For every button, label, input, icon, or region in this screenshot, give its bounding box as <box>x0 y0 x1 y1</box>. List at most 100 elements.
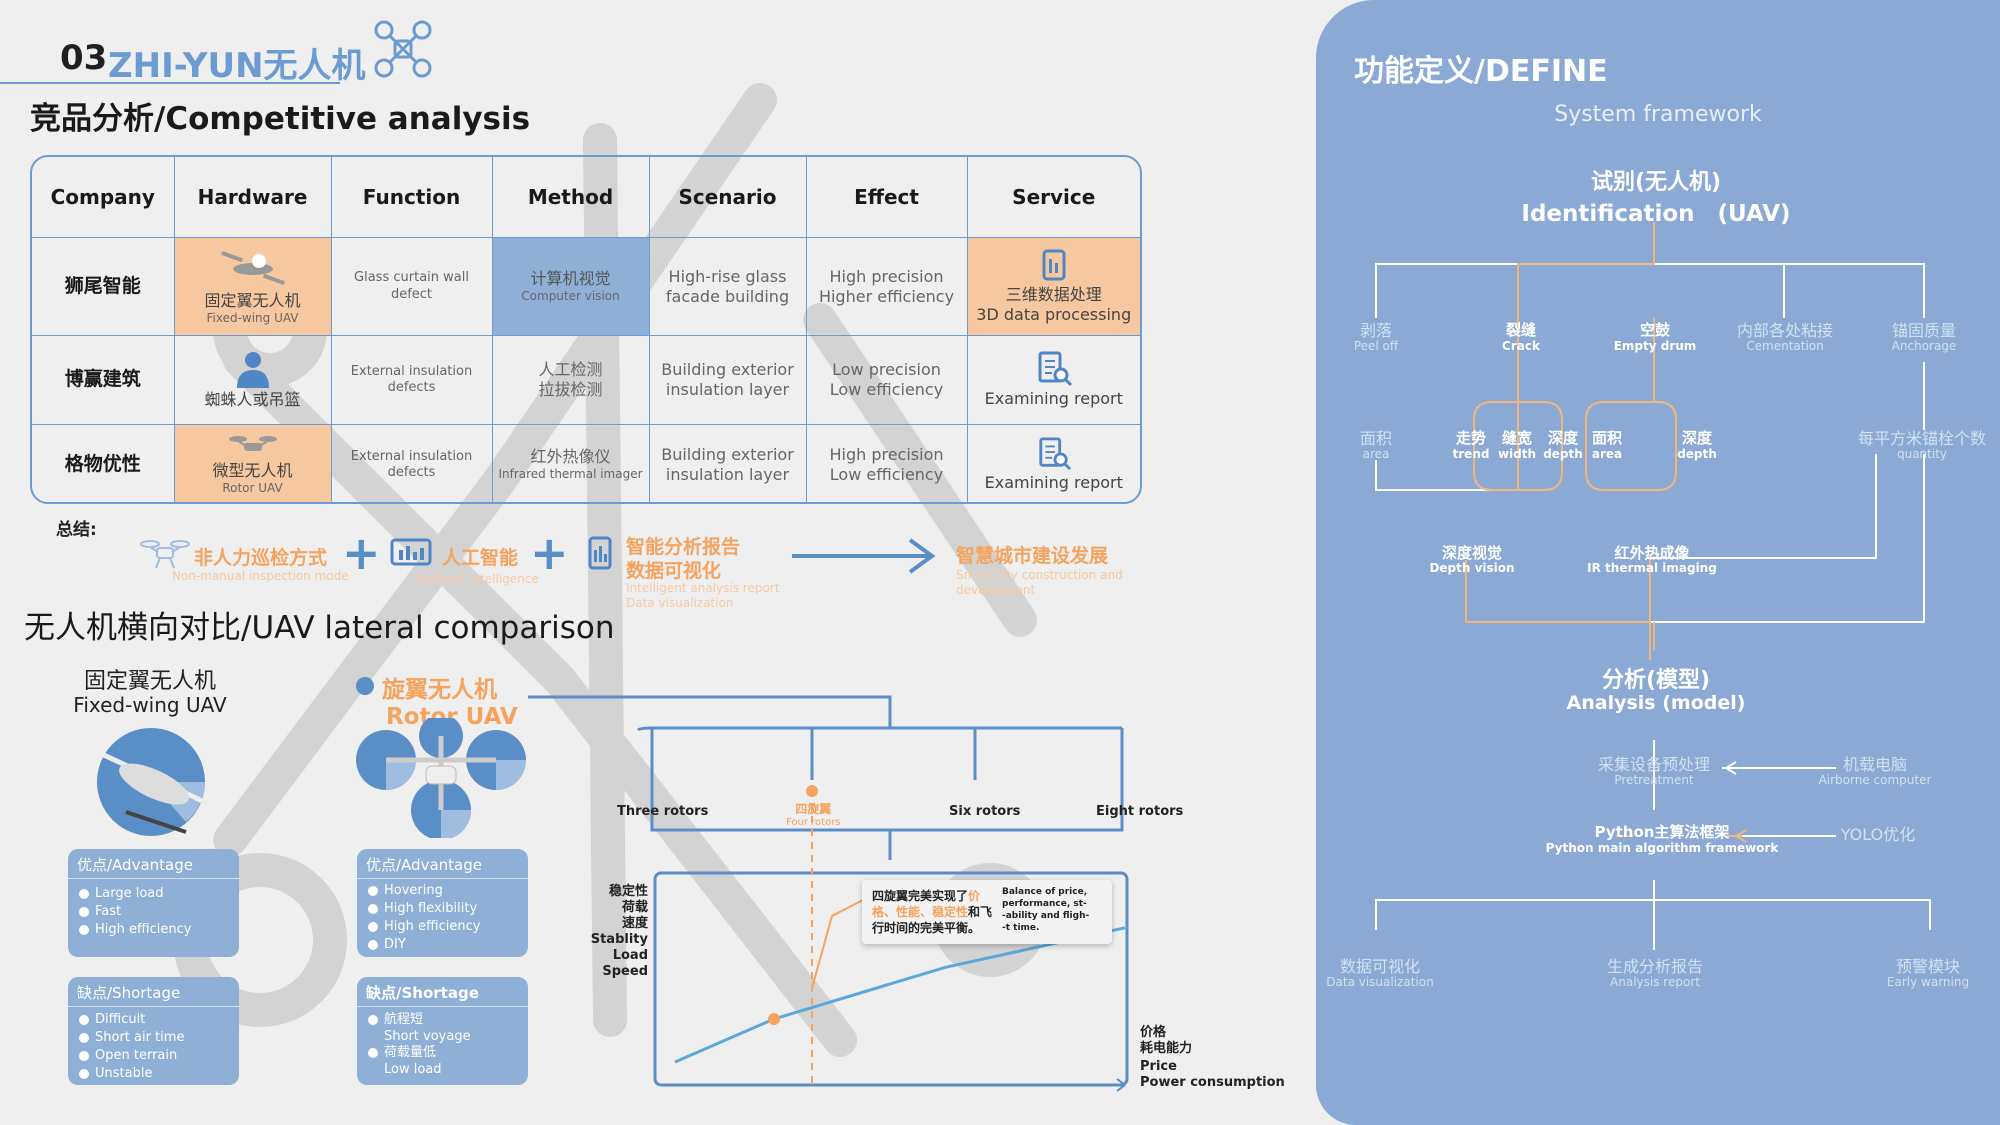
category-en: Peel off <box>1353 339 1399 353</box>
root-en: Identification (UAV) <box>1521 201 1791 227</box>
scenario-cell: Building exterior insulation layer <box>648 424 807 502</box>
method-cn: 红外热成像 <box>1614 544 1690 562</box>
list-item: 航程短 <box>368 1011 528 1029</box>
hardware-cell: 微型无人机 Rotor UAV <box>173 424 332 502</box>
scenario-line2: insulation layer <box>665 464 790 484</box>
yolo-node: YOLO优化 <box>1840 825 1916 844</box>
four-rotors-en: Four rotors <box>786 817 841 828</box>
header-underline <box>0 82 340 84</box>
x-label-line: 耗电能力 <box>1140 1041 1193 1056</box>
hardware-cn: 蜘蛛人或吊篮 <box>204 390 301 409</box>
output-warning: 预警模块 Early warning <box>1878 958 1978 989</box>
summary-item2-en: Artificial intelligence <box>416 572 539 586</box>
service-cell: 三维数据处理 3D data processing <box>966 237 1140 336</box>
worker-icon <box>236 352 269 388</box>
output-en: Data visualization <box>1326 975 1434 989</box>
attr-area: 面积 area <box>1584 430 1630 462</box>
define-panel <box>1316 0 2000 1125</box>
service-cell: Examining report <box>966 424 1140 502</box>
summary-result-en2: development <box>956 583 1036 597</box>
attr-cn: 缝宽 <box>1501 429 1532 447</box>
pretreatment-cn: 采集设备预处理 <box>1597 755 1710 774</box>
airborne-cn: 机载电脑 <box>1842 755 1907 774</box>
col-function: Function <box>330 157 493 238</box>
method-cell: 计算机视觉 Computer vision <box>491 237 650 336</box>
rotor-bullet-icon <box>356 677 374 695</box>
summary-item3-en2: Data visualization <box>626 596 734 610</box>
list-item: High efficiency <box>79 921 239 939</box>
annotation-cn3: 行时间的完美平衡。 <box>872 921 981 935</box>
category-anchorage: 锚固质量 Anchorage <box>1876 322 1972 353</box>
col-service: Service <box>966 157 1140 238</box>
section-number: 03 <box>60 38 108 78</box>
list-item: Difficult <box>79 1011 239 1029</box>
effect-line1: Low precision <box>832 360 941 379</box>
define-subtitle: System framework <box>1554 102 1762 127</box>
hardware-en: Rotor UAV <box>222 481 283 496</box>
hardware-cn: 固定翼无人机 <box>204 291 301 310</box>
attr-trend: 走势 trend <box>1448 430 1494 462</box>
section-title: ZHI-YUN无人机 <box>108 46 366 86</box>
function-line1: External insulation <box>350 448 473 464</box>
output-visualization: 数据可视化 Data visualization <box>1320 958 1440 989</box>
four-rotor-marker <box>806 785 818 797</box>
list-item: Large load <box>79 885 239 903</box>
four-rotors-label: 四旋翼 Four rotors <box>786 800 841 828</box>
list-item: 荷载量低 <box>368 1044 528 1062</box>
summary-item3-cn2: 数据可视化 <box>626 560 722 582</box>
python-cn: Python主算法框架 <box>1594 823 1730 841</box>
attr-area: 面积 area <box>1346 430 1406 461</box>
report-search-icon <box>1038 351 1072 387</box>
company-cell: 博赢建筑 <box>32 335 175 425</box>
attr-depth: 深度 depth <box>1672 430 1722 462</box>
analysis-cn: 分析(模型) <box>1601 668 1711 693</box>
root-cn: 试别(无人机) <box>1590 170 1722 195</box>
summary-item3-cn1: 智能分析报告 <box>626 536 741 558</box>
effect-line2: Low efficiency <box>829 380 944 399</box>
annotation-en3: -ability and fligh- <box>1002 911 1090 921</box>
rotor-advantage-card: 优点/Advantage Hovering High flexibility H… <box>357 849 528 957</box>
list-item: High flexibility <box>368 900 528 918</box>
hardware-cell: 蜘蛛人或吊篮 <box>173 335 332 425</box>
attr-en: quantity <box>1896 447 1948 461</box>
company-cell: 狮尾智能 <box>32 237 175 336</box>
hardware-cell: 固定翼无人机 Fixed-wing UAV <box>173 237 332 336</box>
attr-quantity: 每平方米锚栓个数 quantity <box>1846 430 1998 461</box>
attr-en: depth <box>1543 447 1583 461</box>
annotation-en1: Balance of price, <box>1002 887 1088 897</box>
rotor-tree-and-chart <box>528 695 1129 1092</box>
airborne-computer-node: 机载电脑 Airborne computer <box>1812 756 1938 787</box>
drone-icon <box>140 540 190 569</box>
method-cell: 红外热像仪 Infrared thermal imager <box>491 424 650 502</box>
framework-lines <box>1375 222 1931 950</box>
output-cn: 数据可视化 <box>1339 957 1420 976</box>
method-en: IR thermal imaging <box>1587 561 1717 575</box>
method-en: Infrared thermal imager <box>498 467 643 482</box>
output-en: Analysis report <box>1610 975 1700 989</box>
attr-en: depth <box>1677 447 1717 461</box>
output-report: 生成分析报告 Analysis report <box>1590 958 1720 989</box>
3d-data-icon <box>1042 249 1066 280</box>
rotor-uav-illustration <box>356 718 526 838</box>
effect-line2: Higher efficiency <box>818 286 955 306</box>
python-framework-node: Python主算法框架 Python main algorithm framew… <box>1530 823 1794 856</box>
effect-line2: Low efficiency <box>829 464 944 484</box>
service-cell: Examining report <box>966 335 1140 425</box>
four-rotors-cn: 四旋翼 <box>795 802 832 816</box>
annotation-en4: -t time. <box>1002 923 1040 933</box>
ai-monitor-icon <box>390 538 432 566</box>
method-en: Computer vision <box>521 289 620 303</box>
python-en: Python main algorithm framework <box>1545 841 1779 855</box>
summary-label: 总结: <box>56 520 97 540</box>
annotation-en: Balance of price, performance, st- -abil… <box>1002 886 1089 934</box>
define-title: 功能定义/DEFINE <box>1354 54 1608 89</box>
table-row: 狮尾智能 固定翼无人机 Fixed-wing UAV Glass curtain… <box>32 237 1140 336</box>
method-line1: 人工检测 <box>538 360 603 379</box>
effect-cell: Low precision Low efficiency <box>805 335 968 425</box>
hardware-cn: 微型无人机 <box>212 461 293 481</box>
table-row: 博赢建筑 蜘蛛人或吊篮 External insulation defects … <box>32 335 1140 425</box>
fixed-shortage-title: 缺点/Shortage <box>68 977 239 1007</box>
y-label-line: Stablity <box>590 932 648 947</box>
method-line2: 拉拔检测 <box>538 380 603 399</box>
col-method: Method <box>491 157 650 238</box>
